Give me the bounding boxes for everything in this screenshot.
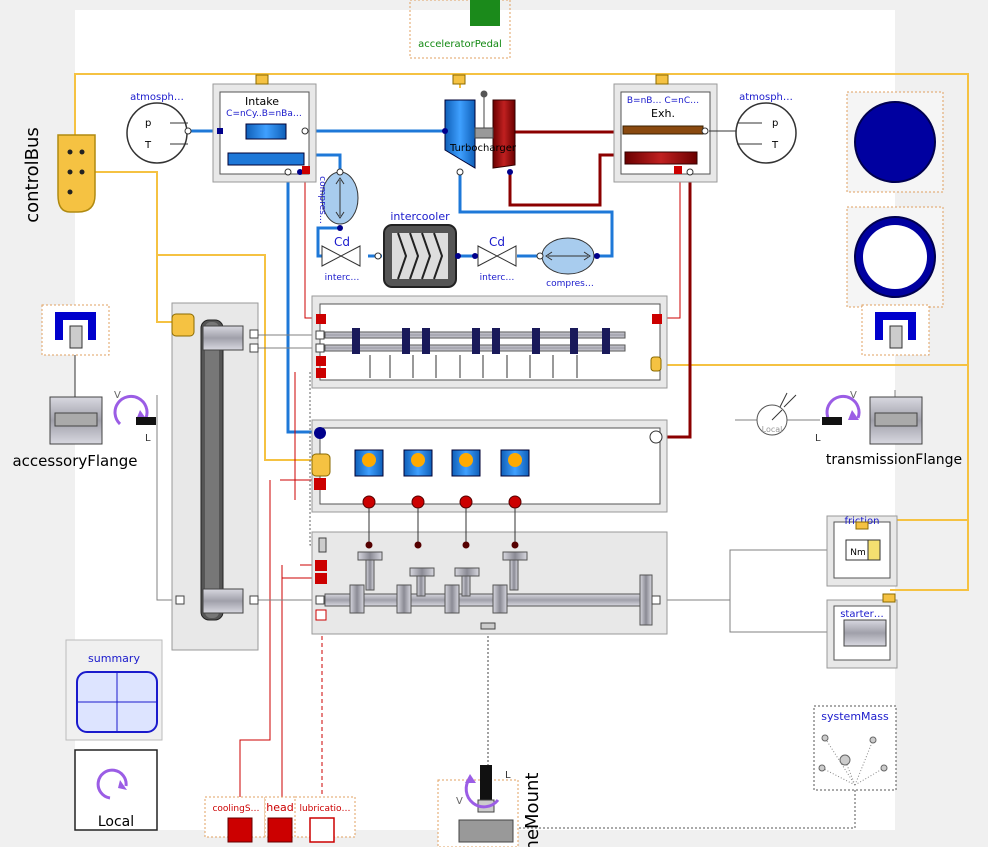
summary-label: summary	[88, 652, 140, 665]
indicator-ring[interactable]	[846, 206, 944, 308]
accessory-l: L	[145, 433, 151, 444]
exhaust-lines	[366, 130, 692, 445]
cylinders	[354, 449, 530, 477]
valve-train[interactable]	[311, 295, 668, 389]
transmission-flange[interactable]: V L transmissionFlange	[815, 390, 962, 468]
indicator-filled[interactable]	[846, 91, 944, 193]
atmosphere-right-t: T	[771, 140, 779, 151]
thin-connectors	[156, 172, 896, 829]
intake-label: Intake	[245, 95, 279, 108]
friction-unit: Nm	[850, 548, 866, 558]
summary-record[interactable]: summary	[65, 639, 163, 741]
accessory-flange-indicator[interactable]	[41, 304, 110, 356]
accelerator-pedal-label: acceleratorPedal	[418, 39, 502, 50]
speed-sensor-label: Local	[762, 425, 783, 434]
local-inertia[interactable]: Local	[74, 749, 158, 831]
engine-mount-label: neMount	[522, 773, 543, 847]
atmosphere-right-label: atmosph…	[739, 92, 793, 103]
transmission-flange-label: transmissionFlange	[826, 452, 962, 468]
turbocharger[interactable]: Turbocharger	[442, 74, 517, 176]
compressor-right[interactable]: compres…	[536, 237, 600, 289]
head-label: head	[266, 801, 293, 814]
accessory-flange[interactable]: V L accessoryFlange	[12, 355, 156, 470]
valve-left-label: interc…	[325, 273, 360, 283]
valve-right-label: interc…	[480, 273, 515, 283]
accessory-v: V	[114, 390, 121, 401]
compressor-right-label: compres…	[546, 279, 594, 289]
atmosphere-left[interactable]: atmosph… p T	[126, 92, 192, 164]
compressor-vertical-label: compres…	[317, 176, 327, 224]
compressor-vertical[interactable]: compres…	[317, 168, 359, 231]
control-bus[interactable]: controlBus	[22, 127, 96, 223]
turbocharger-label: Turbocharger	[449, 143, 517, 154]
atmosphere-left-t: T	[144, 140, 152, 151]
friction[interactable]: friction Nm	[826, 515, 898, 587]
transmission-l: L	[815, 433, 821, 444]
accessory-flange-label: accessoryFlange	[12, 452, 137, 470]
starter-label: starter…	[840, 609, 884, 620]
exhaust-params: B=nB… C=nC…	[627, 96, 699, 106]
transmission-v: V	[850, 390, 857, 401]
starter[interactable]: starter…	[826, 593, 898, 669]
atmosphere-left-label: atmosph…	[130, 92, 184, 103]
speed-sensor[interactable]: Local	[756, 392, 797, 436]
exhaust-manifold[interactable]: B=nB… C=nC… Exh.	[613, 74, 737, 183]
control-bus-label: controlBus	[22, 127, 43, 223]
intake-params: C=nCy..B=nBa…	[226, 109, 302, 119]
atmosphere-right-p: p	[772, 118, 778, 129]
crankshaft[interactable]	[311, 508, 668, 635]
exhaust-label: Exh.	[651, 107, 675, 120]
belt-drive[interactable]	[171, 302, 259, 651]
transmission-flange-indicator[interactable]	[861, 304, 930, 356]
accelerator-pedal[interactable]: acceleratorPedal	[409, 0, 511, 59]
cylinder-ports	[362, 495, 522, 509]
intercooler[interactable]: intercooler	[383, 210, 461, 288]
head-port[interactable]: head	[264, 796, 296, 843]
system-mass-label: systemMass	[821, 710, 889, 723]
intake-manifold[interactable]: Intake C=nCy..B=nBa…	[212, 74, 317, 183]
engine-mount[interactable]: V L neMount	[437, 765, 543, 847]
engine-mount-l: L	[505, 770, 511, 781]
cooling-label: coolingS…	[212, 804, 259, 814]
cooling-port[interactable]: coolingS…	[204, 796, 266, 843]
lubrication-label: lubricatio…	[299, 804, 350, 814]
local-label: Local	[98, 814, 134, 830]
valve-left-cd: Cd	[334, 235, 350, 249]
lubrication-port[interactable]: lubricatio…	[294, 796, 356, 843]
atmosphere-right[interactable]: atmosph… p T	[735, 92, 797, 164]
atmosphere-left-p: p	[145, 118, 151, 129]
cylinder-block[interactable]	[311, 419, 668, 513]
valve-right-cd: Cd	[489, 235, 505, 249]
intercooler-label: intercooler	[390, 210, 450, 223]
valve-left[interactable]: Cd interc…	[321, 235, 382, 283]
valve-right[interactable]: Cd interc…	[472, 235, 517, 283]
engine-mount-v: V	[456, 796, 463, 807]
system-mass[interactable]: systemMass	[813, 705, 897, 791]
